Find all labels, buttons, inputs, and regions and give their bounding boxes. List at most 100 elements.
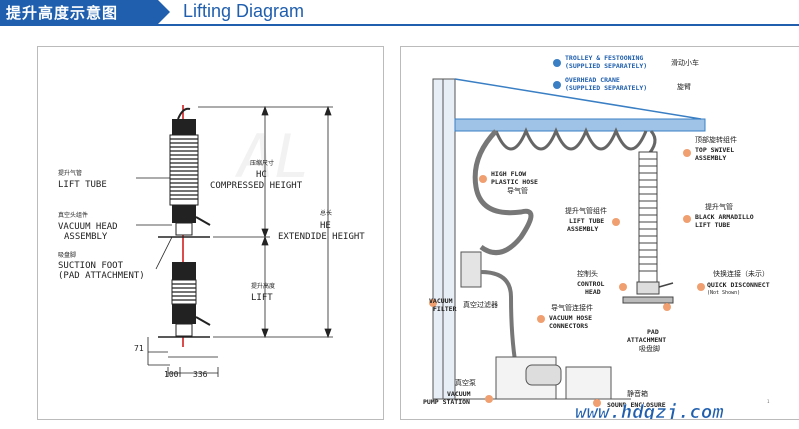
pad-attachment xyxy=(622,296,674,304)
lift-label: LIFT xyxy=(251,293,273,303)
control-head xyxy=(636,281,660,295)
vacuum-head-label-1: VACUUM HEAD xyxy=(58,222,118,232)
vacuum-filter xyxy=(460,251,482,288)
upper-vacuum-head xyxy=(172,205,196,223)
svg-text:真空过滤器: 真空过滤器 xyxy=(463,300,498,309)
header-bar: 提升高度示意图 Lifting Diagram xyxy=(0,0,799,26)
header-underline xyxy=(0,24,799,26)
sound-enclosure xyxy=(565,366,612,400)
right-diagram-panel: TROLLEY & FESTOONING (SUPPLIED SEPARATEL… xyxy=(400,46,799,423)
crane-tie-rod xyxy=(454,78,702,120)
svg-text:CONTROL: CONTROL xyxy=(577,280,604,288)
callout-hose-connectors: 导气管连接件 VACUUM HOSE CONNECTORS xyxy=(537,303,593,330)
extended-cn-label: 总长 xyxy=(320,209,332,217)
svg-text:快换连接（未示）: 快换连接（未示） xyxy=(713,269,769,278)
svg-text:吸盘脚: 吸盘脚 xyxy=(639,344,660,353)
svg-text:静音箱: 静音箱 xyxy=(627,389,648,398)
callout-pump-station: 真空泵 VACUUM PUMP STATION xyxy=(423,378,493,406)
dim-336-label: 336 xyxy=(193,370,208,379)
right-diagram-svg: TROLLEY & FESTOONING (SUPPLIED SEPARATEL… xyxy=(423,54,770,423)
svg-text:(SUPPLIED SEPARATELY): (SUPPLIED SEPARATELY) xyxy=(565,84,647,92)
svg-text:LIFT TUBE: LIFT TUBE xyxy=(695,221,730,229)
compressed-hc-label: HC xyxy=(256,170,267,180)
upper-lift-tube xyxy=(169,134,199,206)
svg-text:真空泵: 真空泵 xyxy=(455,378,476,387)
crane-jib-arm xyxy=(454,118,706,132)
lower-head-body xyxy=(175,323,193,337)
svg-text:VACUUM: VACUUM xyxy=(429,297,453,305)
svg-text:旋臂: 旋臂 xyxy=(677,82,691,91)
high-flow-hose xyxy=(472,129,534,256)
svg-text:控制头: 控制头 xyxy=(577,269,598,278)
compressed-height-label: COMPRESSED HEIGHT xyxy=(210,181,303,191)
festoon-hose xyxy=(494,127,648,151)
left-diagram-panel: AL xyxy=(37,46,384,420)
callout-vacuum-filter: VACUUM FILTER 真空过滤器 xyxy=(429,297,498,313)
suction-foot-label-1: SUCTION FOOT xyxy=(58,261,124,271)
lift-tube-label: LIFT TUBE xyxy=(58,180,107,190)
lift-cn-label: 提升高度 xyxy=(251,282,275,290)
header-title-en: Lifting Diagram xyxy=(183,1,305,21)
suction-foot-cn-label: 吸盘脚 xyxy=(58,251,76,259)
suction-foot-label-2: (PAD ATTACHMENT) xyxy=(58,271,145,281)
svg-text:TOP SWIVEL: TOP SWIVEL xyxy=(695,146,734,154)
extended-height-label: EXTENDIDE HEIGHT xyxy=(278,232,365,242)
dimension-lines xyxy=(198,105,333,339)
bottom-dimension-lines xyxy=(147,337,219,377)
svg-text:(Not Shown): (Not Shown) xyxy=(707,290,740,296)
svg-text:BLACK ARMADILLO: BLACK ARMADILLO xyxy=(695,213,754,221)
svg-text:ATTACHMENT: ATTACHMENT xyxy=(627,336,666,344)
header-title-block: 提升高度示意图 xyxy=(0,0,158,24)
dim-100-label: 100 xyxy=(164,370,179,379)
header-title-cn: 提升高度示意图 xyxy=(6,5,119,22)
upper-top-cap xyxy=(172,119,196,135)
svg-text:(SUPPLIED SEPARATELY): (SUPPLIED SEPARATELY) xyxy=(565,62,647,70)
svg-text:顶部旋转组件: 顶部旋转组件 xyxy=(695,135,737,144)
svg-text:导气管: 导气管 xyxy=(507,186,528,195)
lift-tube-cn-label: 提升气管 xyxy=(58,169,82,177)
svg-text:CONNECTORS: CONNECTORS xyxy=(549,322,588,330)
compressed-cn-label: 压缩尺寸 xyxy=(250,159,274,167)
svg-text:TROLLEY & FESTOONING: TROLLEY & FESTOONING xyxy=(565,54,643,62)
svg-text:SOUND ENCLOSURE: SOUND ENCLOSURE xyxy=(607,401,666,409)
callout-trolley: TROLLEY & FESTOONING (SUPPLIED SEPARATEL… xyxy=(553,54,699,70)
callout-crane: OVERHEAD CRANE (SUPPLIED SEPARATELY) 旋臂 xyxy=(553,76,691,92)
watermark: AL xyxy=(234,122,310,192)
callout-lift-tube-assembly: 提升气管组件 LIFT TUBE ASSEMBLY xyxy=(565,206,620,233)
callout-armadillo: 提升气管 BLACK ARMADILLO LIFT TUBE xyxy=(683,202,754,229)
header-arrow-shape xyxy=(158,0,170,24)
svg-text:提升气管组件: 提升气管组件 xyxy=(565,206,607,215)
callout-sound-enclosure: 静音箱 SOUND ENCLOSURE xyxy=(593,389,666,409)
website-watermark: www.hdqzj.com xyxy=(575,401,724,419)
svg-text:HIGH FLOW: HIGH FLOW xyxy=(491,170,526,178)
svg-text:FILTER: FILTER xyxy=(433,305,457,313)
svg-text:PAD: PAD xyxy=(647,328,659,336)
svg-text:HEAD: HEAD xyxy=(585,288,601,296)
dim-71-label: 71 xyxy=(134,344,144,353)
vacuum-head-cn-label: 真空头组件 xyxy=(58,211,88,219)
callout-high-flow-hose: HIGH FLOW PLASTIC HOSE 导气管 xyxy=(479,170,538,195)
page-number: 1 xyxy=(767,399,770,404)
svg-text:ASSEMBLY: ASSEMBLY xyxy=(567,225,598,233)
armadillo-lift-tube xyxy=(638,151,658,283)
callout-top-swivel: 顶部旋转组件 TOP SWIVEL ASSEMBLY xyxy=(683,135,737,162)
svg-text:导气管连接件: 导气管连接件 xyxy=(551,303,593,312)
callout-pad-attachment: PAD ATTACHMENT 吸盘脚 xyxy=(627,303,671,353)
svg-text:PLASTIC HOSE: PLASTIC HOSE xyxy=(491,178,538,186)
svg-text:提升气管: 提升气管 xyxy=(705,202,733,211)
svg-text:滑动小车: 滑动小车 xyxy=(671,58,699,67)
svg-text:QUICK DISCONNECT: QUICK DISCONNECT xyxy=(707,281,770,289)
left-diagram-svg: AL xyxy=(58,105,365,379)
crane-mast xyxy=(432,78,456,400)
upper-head-body xyxy=(175,222,193,236)
vacuum-head-label-2: ASSEMBLY xyxy=(64,232,108,242)
svg-text:PUMP STATION: PUMP STATION xyxy=(423,398,470,406)
callout-quick-disconnect: 快换连接（未示） QUICK DISCONNECT (Not Shown) xyxy=(697,269,770,296)
vacuum-hose xyxy=(480,270,518,368)
lower-lift-tube xyxy=(171,279,197,305)
svg-text:VACUUM HOSE: VACUUM HOSE xyxy=(549,314,592,322)
extended-he-label: HE xyxy=(320,221,331,231)
callout-control-head: 控制头 CONTROL HEAD xyxy=(577,269,627,296)
lower-top-cap xyxy=(172,262,196,280)
svg-text:ASSEMBLY: ASSEMBLY xyxy=(695,154,726,162)
